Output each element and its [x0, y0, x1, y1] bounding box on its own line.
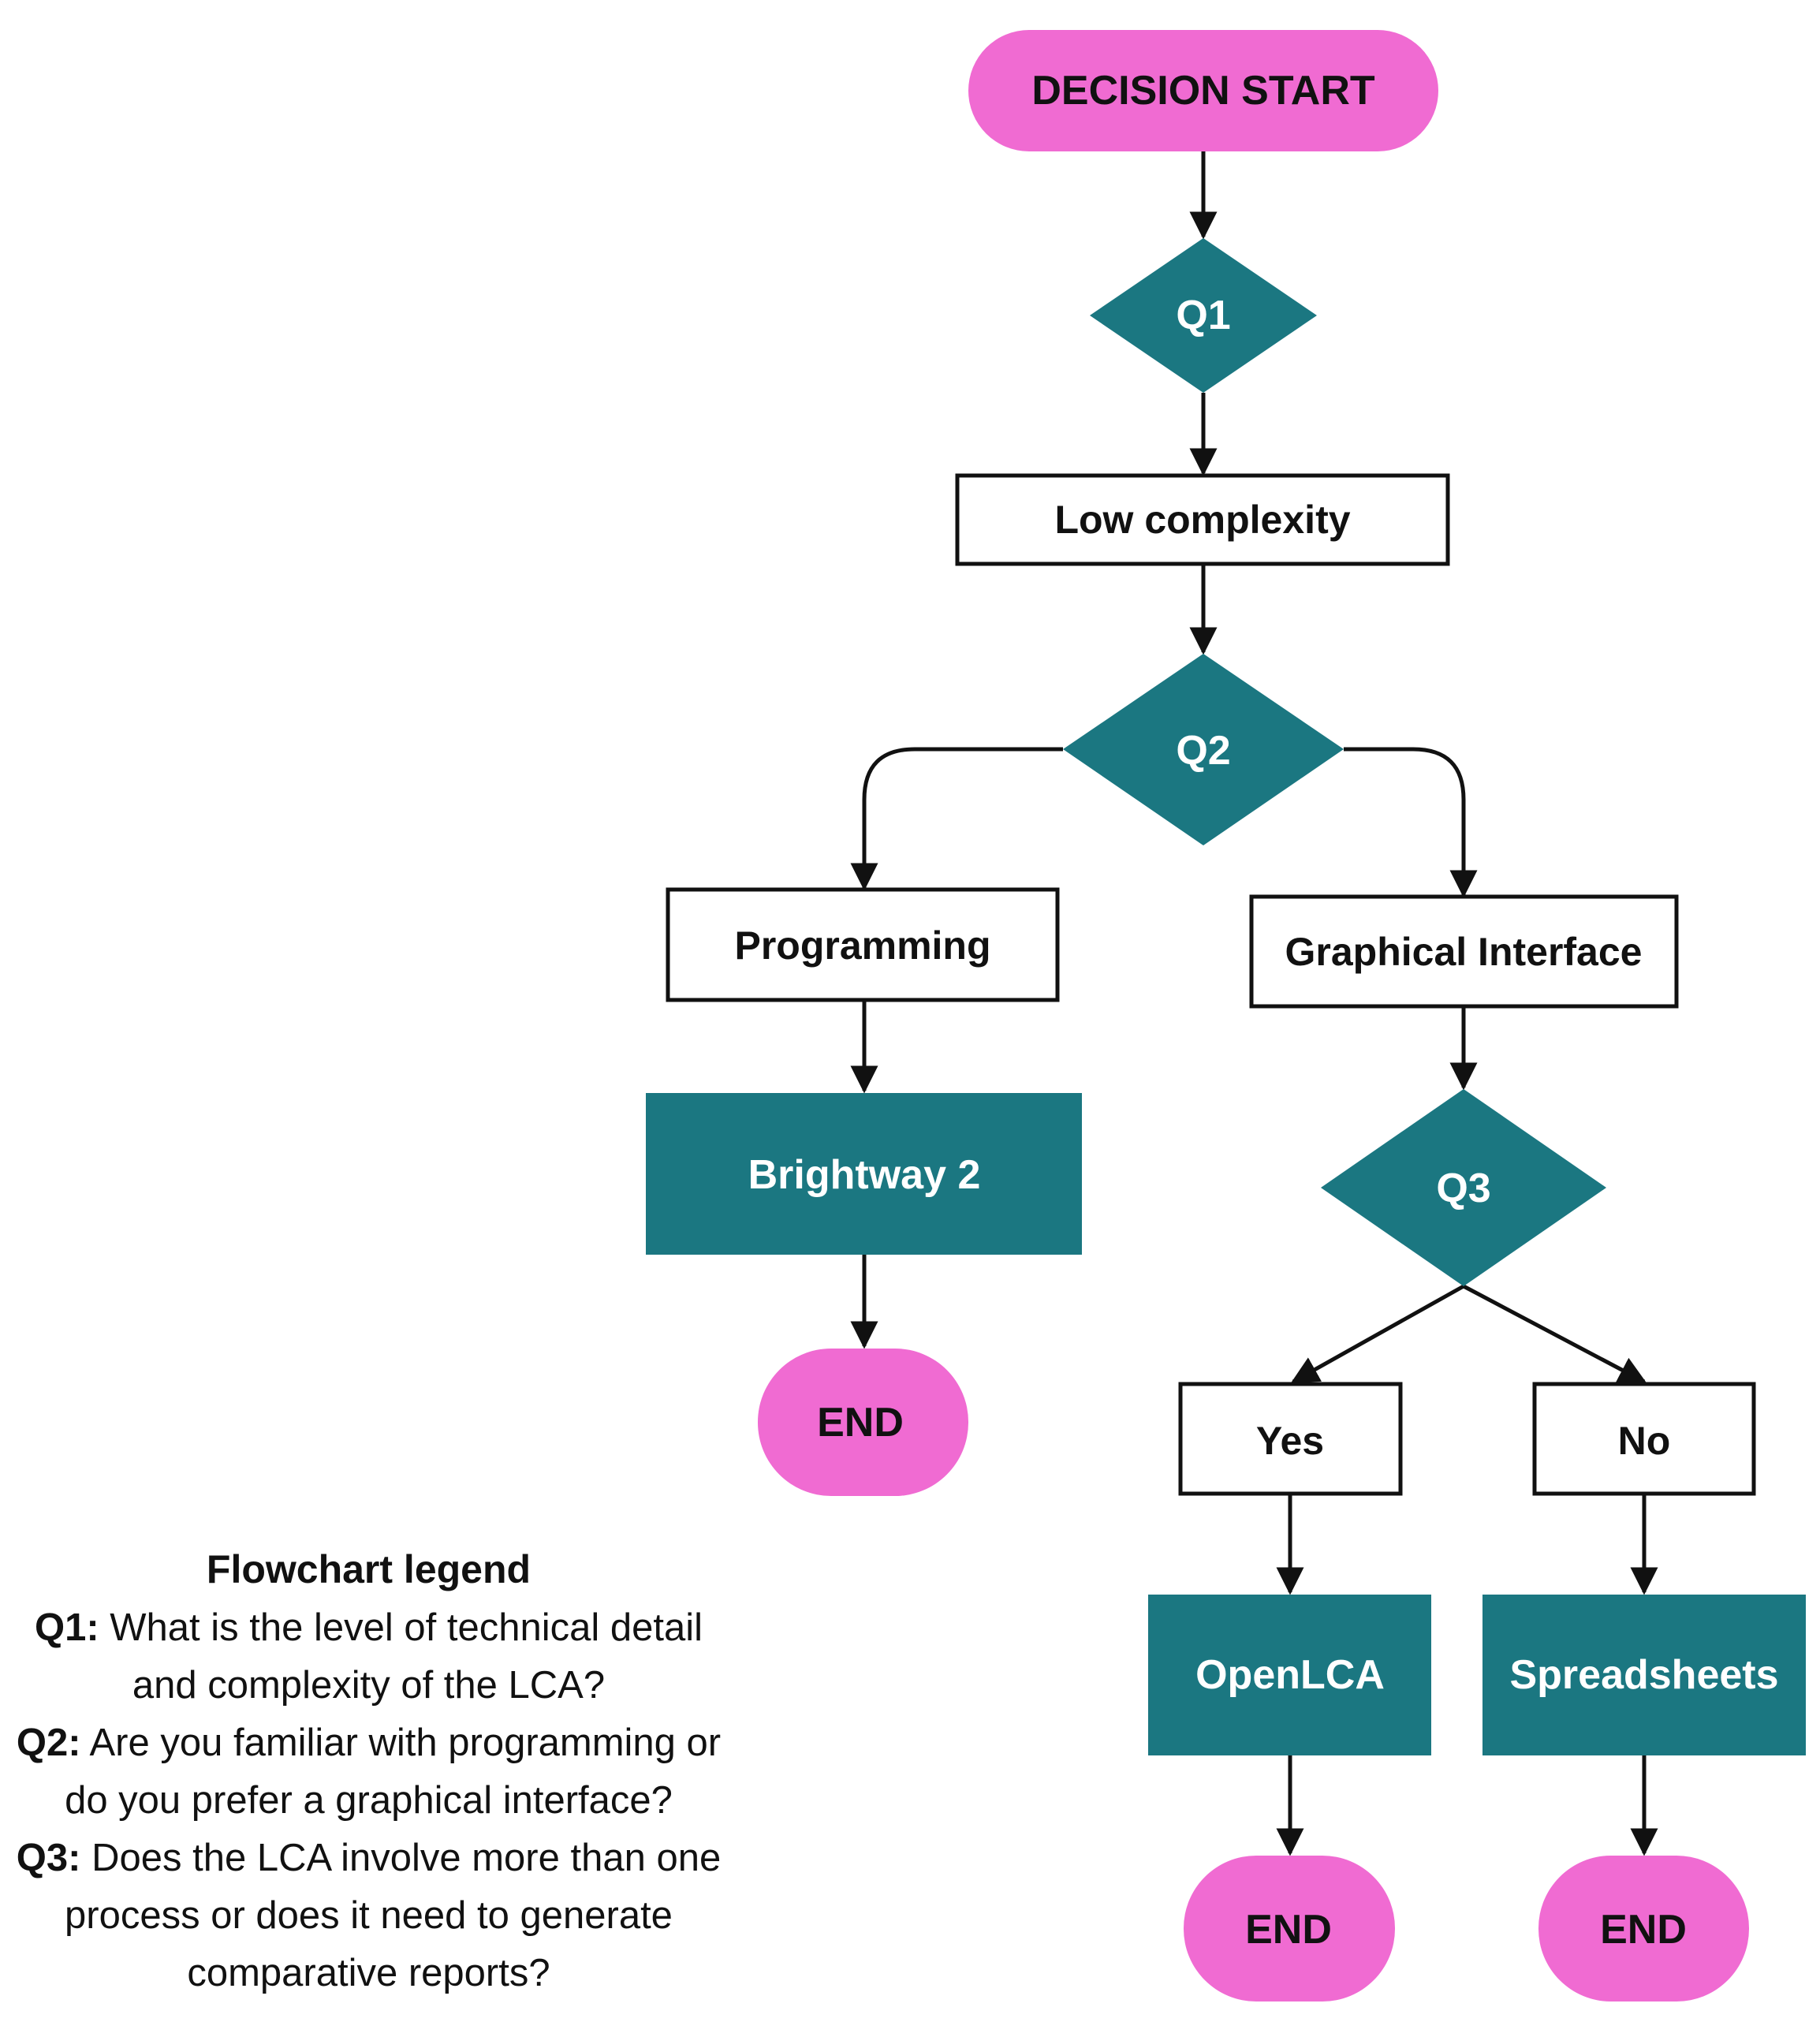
end-node-brightway-shape: [758, 1349, 968, 1496]
legend-title: Flowchart legend: [206, 1547, 531, 1591]
graphical-interface-label: Graphical Interface: [1285, 930, 1643, 974]
start-node: DECISION START: [968, 30, 1438, 151]
q2-decision-shape: [1063, 654, 1344, 845]
q3-decision-shape: [1321, 1089, 1606, 1286]
spreadsheets-node: Spreadsheets: [1482, 1595, 1806, 1755]
openlca-shape: [1148, 1595, 1431, 1755]
graphical-interface-node: Graphical Interface: [1249, 894, 1679, 1009]
q3-decision-label: Q3: [1436, 1166, 1490, 1211]
no-node: No: [1532, 1382, 1756, 1496]
flowchart-legend: Flowchart legend Q1: What is the level o…: [0, 1539, 737, 2002]
start-node-label: DECISION START: [1031, 68, 1375, 114]
yes-shape: [1178, 1382, 1403, 1496]
programming-node: Programming: [666, 887, 1060, 1002]
legend-item-q2: Q2: Are you familiar with programming or…: [0, 1714, 737, 1830]
brightway-label: Brightway 2: [748, 1152, 981, 1198]
end-node-brightway-label: END: [817, 1400, 904, 1446]
programming-shape: [666, 887, 1060, 1002]
legend-item-q2-key: Q2:: [16, 1722, 81, 1764]
no-label: No: [1618, 1419, 1671, 1463]
legend-item-q1: Q1: What is the level of technical detai…: [0, 1599, 737, 1714]
legend-item-q3-text: Does the LCA involve more than one proce…: [65, 1837, 722, 1994]
no-shape: [1532, 1382, 1756, 1496]
legend-item-q3-key: Q3:: [16, 1837, 81, 1879]
end-node-openlca-label: END: [1245, 1907, 1332, 1953]
end-node-brightway: END: [758, 1349, 968, 1496]
q3-decision: Q3: [1321, 1089, 1606, 1286]
end-node-spreadsheets-shape: [1538, 1856, 1749, 2001]
programming-label: Programming: [734, 923, 990, 968]
graphical-interface-shape: [1249, 894, 1679, 1009]
end-node-spreadsheets-label: END: [1600, 1907, 1687, 1953]
connectors: [850, 151, 1658, 1856]
end-node-openlca-shape: [1184, 1856, 1395, 2001]
arrow-q3-to-no: [1462, 1284, 1647, 1384]
yes-label: Yes: [1256, 1419, 1324, 1463]
low-complexity-label: Low complexity: [1054, 498, 1350, 542]
arrow-q2-to-graphical-interface: [1344, 747, 1478, 898]
start-node-shape: [968, 30, 1438, 151]
brightway-node: Brightway 2: [646, 1093, 1082, 1255]
legend-item-q2-text: Are you familiar with programming or do …: [65, 1722, 722, 1822]
arrow-q2-to-programming: [850, 747, 1063, 891]
legend-item-q1-key: Q1:: [34, 1606, 99, 1649]
low-complexity-node: Low complexity: [955, 473, 1450, 566]
yes-node: Yes: [1178, 1382, 1403, 1496]
openlca-label: OpenLCA: [1195, 1652, 1385, 1698]
spreadsheets-shape: [1482, 1595, 1806, 1755]
q1-decision: Q1: [1090, 238, 1317, 393]
openlca-node: OpenLCA: [1148, 1595, 1431, 1755]
legend-item-q1-text: What is the level of technical detail an…: [110, 1606, 703, 1707]
brightway-shape: [646, 1093, 1082, 1255]
q2-decision-label: Q2: [1176, 728, 1230, 774]
end-node-openlca: END: [1184, 1856, 1395, 2001]
legend-item-q3: Q3: Does the LCA involve more than one p…: [0, 1830, 737, 2002]
end-node-spreadsheets: END: [1538, 1856, 1749, 2001]
q1-decision-label: Q1: [1176, 293, 1230, 338]
low-complexity-shape: [955, 473, 1450, 566]
spreadsheets-label: Spreadsheets: [1509, 1652, 1778, 1698]
q1-decision-shape: [1090, 238, 1317, 393]
q2-decision: Q2: [1063, 654, 1344, 845]
arrow-q3-to-yes: [1290, 1284, 1465, 1384]
